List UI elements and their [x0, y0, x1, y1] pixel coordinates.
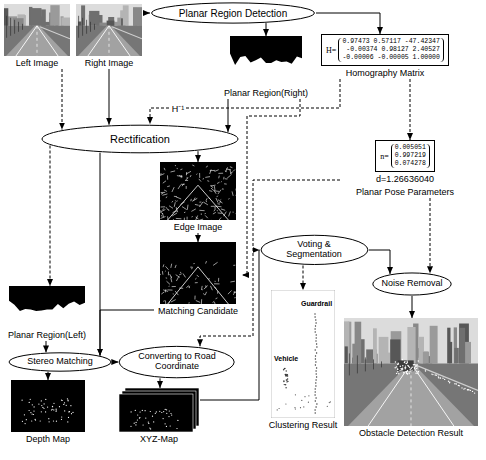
image-tile: Planar Region(Left) — [4, 286, 90, 341]
image-caption: Depth Map — [26, 434, 70, 445]
image-illustration — [160, 162, 236, 220]
connector — [303, 266, 304, 291]
image-caption: Planar Region(Left) — [8, 330, 86, 341]
image-illustration — [4, 4, 70, 56]
connector — [369, 250, 391, 274]
image-tile: Matching Candidate — [154, 242, 242, 317]
connector — [228, 99, 229, 132]
image-caption: Clustering Result — [269, 420, 338, 431]
image-caption: Homography Matrix — [346, 68, 425, 79]
connector — [430, 198, 431, 273]
connector — [46, 341, 47, 352]
edge-label: H⁻¹ — [171, 102, 186, 115]
connector — [48, 372, 49, 380]
matrix-symbol: n= — [380, 152, 389, 161]
process-label: Rectification — [110, 133, 170, 145]
connector — [412, 296, 413, 318]
image-illustration — [271, 290, 335, 418]
annotation-label: Vehicle — [273, 355, 299, 362]
process-oval: Voting & Segmentation — [260, 234, 369, 266]
connector — [160, 378, 161, 388]
matrix-row: 0.97473 0.57117 -47.42347 — [342, 38, 440, 46]
image-illustration — [76, 4, 142, 56]
image-tile: Planar Region(Right) — [220, 36, 312, 99]
process-label: Stereo Matching — [27, 357, 93, 367]
connector — [410, 79, 411, 140]
image-caption: Edge Image — [174, 222, 223, 233]
vector-node: n=0.0050510.9972190.074278d=1.26636040Pl… — [340, 140, 470, 198]
matrix-bracket: 0.97473 0.57117 -47.42347-0.00374 0.9812… — [338, 38, 444, 62]
matrix-row: 0.997219 — [395, 152, 426, 160]
matrix-bracket: 0.0050510.9972190.074278 — [391, 144, 430, 168]
connector — [198, 233, 199, 242]
image-illustration — [230, 36, 302, 86]
process-oval: Noise Removal — [372, 272, 452, 296]
process-label: Voting & Segmentation — [279, 240, 349, 260]
matrix-box: H=0.97473 0.57117 -47.42347-0.00374 0.98… — [321, 34, 449, 66]
image-illustration — [11, 380, 85, 432]
connector — [143, 13, 150, 14]
process-oval: Stereo Matching — [8, 352, 112, 372]
image-illustration — [344, 318, 478, 426]
image-caption: Obstacle Detection Result — [359, 428, 463, 439]
parameter-value: d=1.26636040 — [376, 174, 434, 185]
process-oval: Planar Region Detection — [150, 2, 316, 24]
image-illustration — [9, 286, 85, 328]
matrix-row: 0.005051 — [395, 144, 426, 152]
image-tile: Depth Map — [10, 380, 86, 445]
process-oval: Converting to Road Coordinate — [118, 345, 235, 379]
connector — [50, 146, 51, 287]
connector — [198, 151, 199, 162]
process-oval: Rectification — [40, 124, 240, 154]
connector — [109, 69, 110, 125]
matrix-row: 0.074278 — [395, 160, 426, 168]
image-caption: Planar Pose Parameters — [356, 187, 454, 198]
connector — [266, 23, 267, 36]
connector — [112, 362, 118, 363]
image-tile: Right Image — [75, 4, 143, 69]
image-caption: XYZ-Map — [140, 434, 178, 445]
image-illustration — [160, 242, 236, 304]
matrix-row: -0.00006 -0.00005 1.00000 — [342, 54, 440, 62]
annotation-label: Guardrail — [300, 300, 333, 307]
matrix-node: H=0.97473 0.57117 -47.42347-0.00374 0.98… — [320, 34, 450, 79]
matrix-box: n=0.0050510.9972190.074278 — [375, 140, 435, 172]
image-tile: Obstacle Detection Result — [343, 318, 479, 439]
image-caption: Right Image — [85, 58, 134, 69]
process-label: Noise Removal — [381, 279, 442, 289]
image-caption: Planar Region(Right) — [224, 88, 308, 99]
connector — [62, 69, 63, 130]
process-label: Converting to Road Coordinate — [137, 352, 217, 372]
connector — [316, 13, 380, 34]
matrix-symbol: H= — [326, 46, 336, 55]
image-caption: Matching Candidate — [158, 306, 238, 317]
matrix-row: -0.00374 0.98127 2.40527 — [342, 46, 440, 54]
image-tile: Left Image — [3, 4, 71, 69]
image-illustration — [119, 388, 199, 432]
image-tile: Edge Image — [154, 162, 242, 233]
process-label: Planar Region Detection — [179, 8, 287, 19]
image-tile: XYZ-Map — [118, 388, 200, 445]
image-caption: Left Image — [16, 58, 59, 69]
